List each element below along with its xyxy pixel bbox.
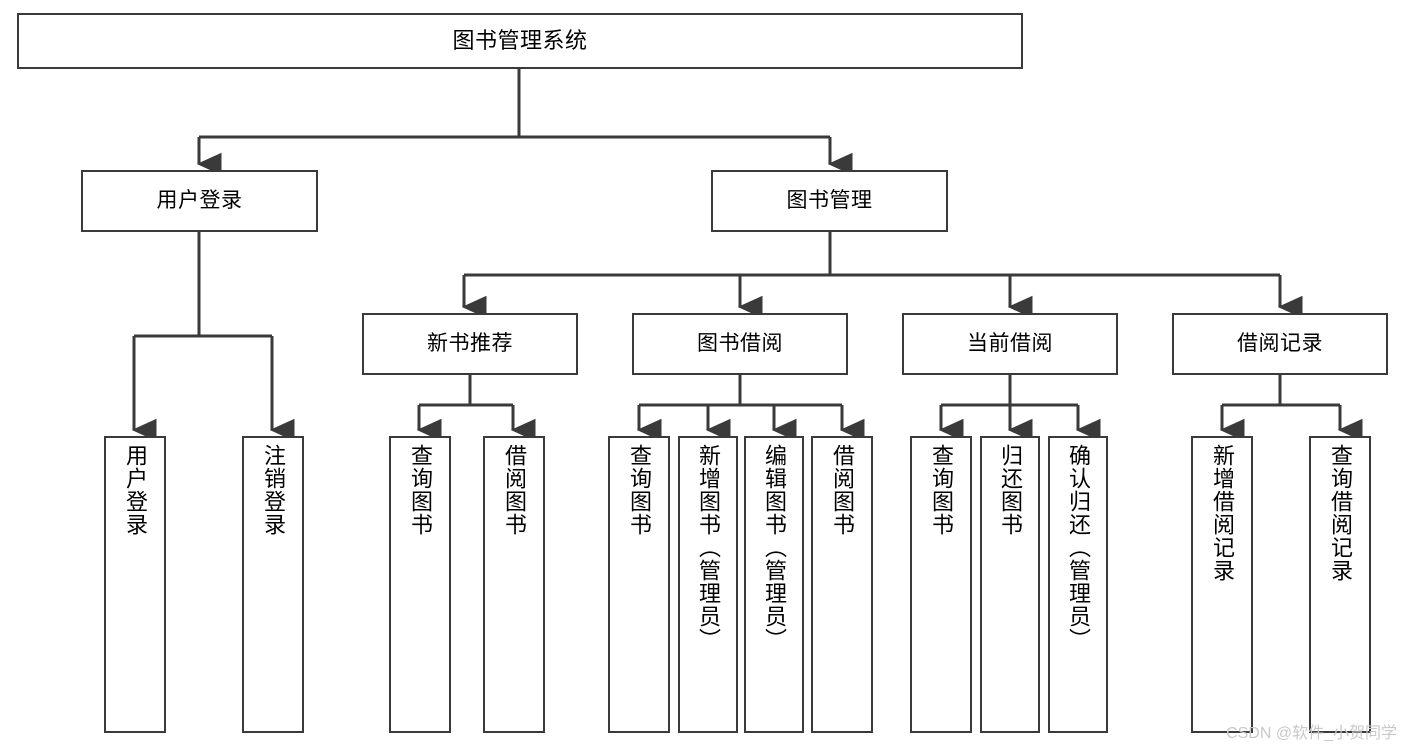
- leaf-record-query-borrow-record[interactable]: 查询借阅记录: [1309, 436, 1371, 733]
- node-new-book-recommend[interactable]: 新书推荐: [362, 313, 578, 375]
- node-label: 新书推荐: [427, 331, 513, 355]
- leaf-logout[interactable]: 注销登录: [242, 436, 304, 733]
- node-label: 借阅记录: [1237, 331, 1323, 355]
- node-label: 编辑图书（管理员）: [762, 444, 787, 651]
- leaf-newbook-borrow-book[interactable]: 借阅图书: [483, 436, 545, 733]
- node-label: 查询借阅记录: [1328, 444, 1353, 582]
- leaf-user-login[interactable]: 用户登录: [104, 436, 166, 733]
- leaf-current-return-book[interactable]: 归还图书: [980, 436, 1040, 733]
- node-label: 用户登录: [156, 188, 243, 212]
- node-label: 查询图书: [627, 444, 652, 536]
- node-label: 图书管理系统: [452, 28, 588, 54]
- csdn-watermark: CSDN @软件_小贺同学: [1226, 725, 1397, 742]
- node-label: 确认归还（管理员）: [1066, 444, 1091, 651]
- node-label: 新增借阅记录: [1210, 444, 1235, 582]
- leaf-borrow-borrow-book[interactable]: 借阅图书: [811, 436, 873, 733]
- node-label: 当前借阅: [967, 331, 1053, 355]
- leaf-borrow-edit-book-admin[interactable]: 编辑图书（管理员）: [744, 436, 804, 733]
- node-label: 查询图书: [929, 444, 954, 536]
- leaf-current-confirm-return-admin[interactable]: 确认归还（管理员）: [1048, 436, 1108, 733]
- leaf-borrow-add-book-admin[interactable]: 新增图书（管理员）: [678, 436, 738, 733]
- leaf-current-query-book[interactable]: 查询图书: [910, 436, 972, 733]
- node-label: 借阅图书: [830, 444, 855, 536]
- node-user-login[interactable]: 用户登录: [81, 170, 318, 232]
- node-book-management[interactable]: 图书管理: [711, 170, 948, 232]
- node-label: 注销登录: [261, 444, 286, 536]
- node-label: 借阅图书: [502, 444, 527, 536]
- node-book-borrow[interactable]: 图书借阅: [632, 313, 848, 375]
- node-label: 图书管理: [786, 188, 873, 212]
- node-label: 查询图书: [408, 444, 433, 536]
- leaf-newbook-query-book[interactable]: 查询图书: [389, 436, 451, 733]
- node-borrow-record[interactable]: 借阅记录: [1172, 313, 1388, 375]
- node-label: 归还图书: [998, 444, 1023, 536]
- leaf-record-add-borrow-record[interactable]: 新增借阅记录: [1191, 436, 1253, 733]
- leaf-borrow-query-book[interactable]: 查询图书: [608, 436, 670, 733]
- node-root-book-management-system[interactable]: 图书管理系统: [17, 13, 1023, 69]
- node-current-borrow[interactable]: 当前借阅: [902, 313, 1118, 375]
- node-label: 新增图书（管理员）: [696, 444, 721, 651]
- node-label: 用户登录: [123, 444, 148, 536]
- node-label: 图书借阅: [697, 331, 783, 355]
